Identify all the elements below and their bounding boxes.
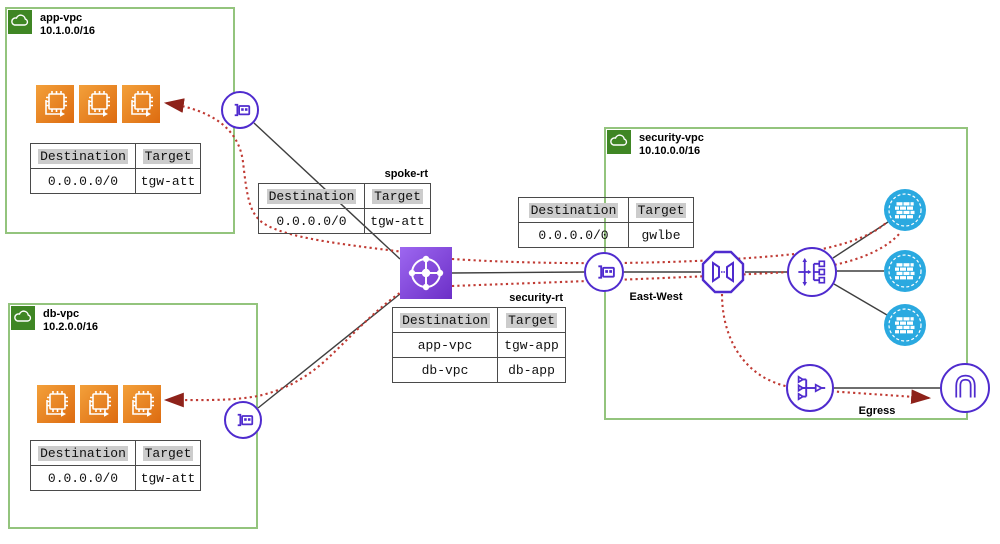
route-table-ingress: Destination Target 0.0.0.0/0 gwlbe: [518, 197, 694, 248]
ec2-instance-icon: [80, 385, 118, 423]
egress-label: Egress: [858, 405, 896, 417]
route-cell: 0.0.0.0/0: [30, 168, 136, 194]
route-cell: tgw-app: [497, 332, 566, 358]
vpc-icon: [607, 130, 631, 154]
security-rt-label: security-rt: [509, 292, 563, 304]
network-firewall-icon: [884, 189, 926, 231]
route-cell: app-vpc: [392, 332, 498, 358]
gateway-load-balancer-icon: [787, 247, 837, 297]
route-table-security: Destination Target app-vpc tgw-app db-vp…: [392, 307, 566, 383]
route-cell: 0.0.0.0/0: [518, 222, 629, 248]
network-firewall-icon: [884, 304, 926, 346]
gwlb-endpoint-icon: [701, 250, 745, 294]
tgw-attachment-icon: [584, 252, 624, 292]
east-west-label: East-West: [629, 291, 683, 303]
ec2-instance-icon: [36, 85, 74, 123]
column-header: Destination: [38, 148, 128, 164]
route-table-spoke: Destination Target 0.0.0.0/0 tgw-att: [258, 183, 431, 234]
ec2-instance-icon: [122, 85, 160, 123]
nat-gateway-icon: [786, 364, 834, 412]
spoke-rt-label: spoke-rt: [384, 168, 428, 180]
column-header: Target: [142, 445, 194, 461]
route-table-app-vpc: Destination Target 0.0.0.0/0 tgw-att: [30, 143, 201, 194]
tgw-attachment-icon: [224, 401, 262, 439]
vpc-cidr: 10.1.0.0/16: [40, 25, 96, 37]
route-table-db-vpc: Destination Target 0.0.0.0/0 tgw-att: [30, 440, 201, 491]
transit-gateway-icon: [400, 247, 452, 299]
column-header: Target: [635, 202, 687, 218]
vpc-name: db-vpc: [43, 308, 80, 320]
vpc-box-security: security-vpc 10.10.0.0/16: [604, 127, 968, 420]
column-header: Destination: [528, 202, 619, 218]
network-firewall-icon: [884, 250, 926, 292]
column-header: Target: [506, 312, 557, 328]
column-header: Destination: [38, 445, 128, 461]
ec2-instance-icon: [123, 385, 161, 423]
vpc-cidr: 10.2.0.0/16: [43, 321, 99, 333]
route-cell: tgw-att: [135, 465, 201, 491]
ec2-instance-icon: [37, 385, 75, 423]
vpc-icon: [11, 306, 35, 330]
internet-gateway-icon: [940, 363, 990, 413]
column-header: Destination: [400, 312, 490, 328]
ec2-instance-icon: [79, 85, 117, 123]
vpc-name: app-vpc: [40, 12, 83, 24]
route-cell: gwlbe: [628, 222, 694, 248]
route-cell: 0.0.0.0/0: [30, 465, 136, 491]
column-header: Target: [142, 148, 194, 164]
route-cell: tgw-att: [135, 168, 201, 194]
tgw-attachment-icon: [221, 91, 259, 129]
column-header: Target: [372, 188, 423, 204]
column-header: Destination: [266, 188, 357, 204]
route-cell: 0.0.0.0/0: [258, 208, 365, 234]
route-cell: db-app: [497, 357, 566, 383]
route-cell: db-vpc: [392, 357, 498, 383]
vpc-name: security-vpc: [639, 132, 704, 144]
vpc-cidr: 10.10.0.0/16: [639, 145, 701, 157]
vpc-icon: [8, 10, 32, 34]
route-cell: tgw-att: [364, 208, 431, 234]
